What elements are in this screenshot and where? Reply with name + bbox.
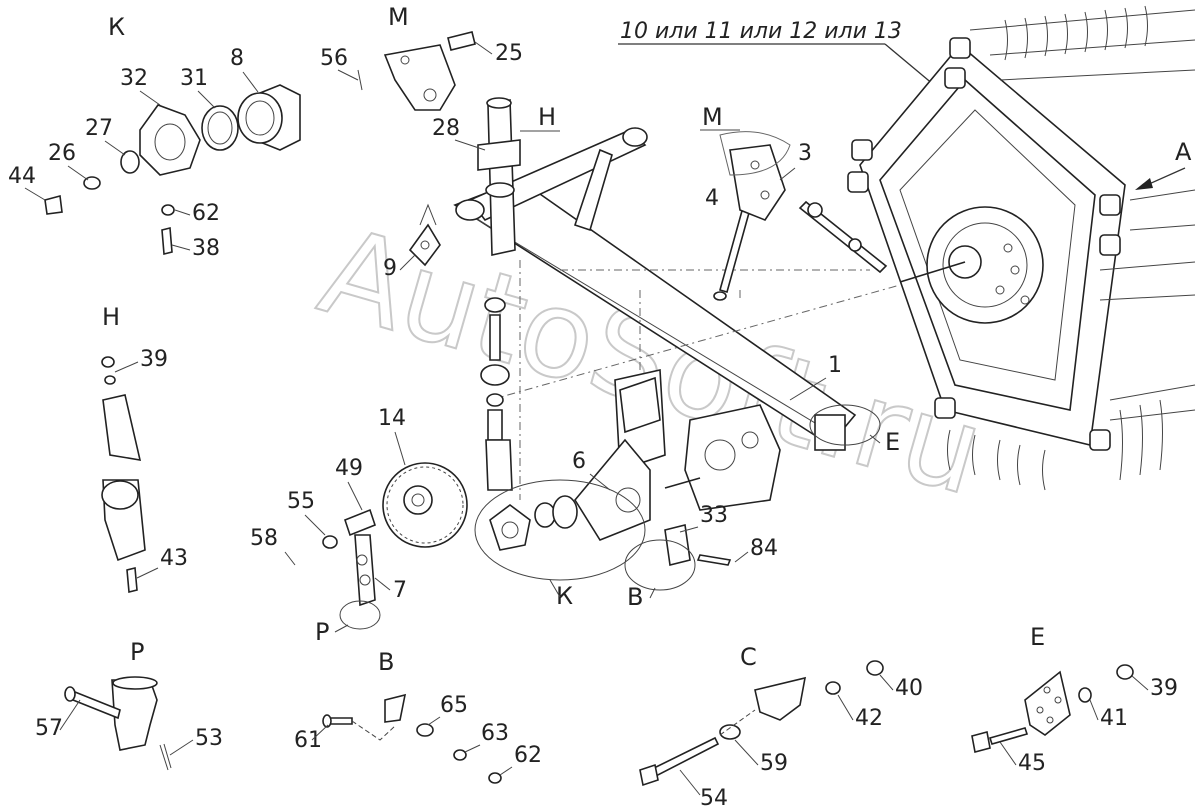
bracket-3 [729,144,786,221]
section-e-bottom: Е [1030,623,1045,651]
view-label-a: А [1175,138,1192,166]
pivot-bushing-h [477,97,521,256]
label-9: 9 [383,256,397,281]
section-k-top: К [108,13,125,41]
label-8: 8 [230,46,244,71]
section-p-mid: Р [315,618,329,646]
plate-e [1024,670,1071,736]
plate-b [384,693,407,723]
clamp-upper [102,394,142,461]
label-39-left: 39 [140,347,168,372]
label-6: 6 [572,449,586,474]
gearbox-6 [574,369,666,541]
nut-40 [866,660,884,676]
label-26: 26 [48,141,76,166]
star-32 [139,104,201,176]
label-25: 25 [495,41,523,66]
section-p-bottom: Р [130,638,144,666]
label-45: 45 [1018,751,1046,776]
frame-strut [573,148,613,232]
label-55: 55 [287,489,315,514]
spacer-c [754,676,807,721]
label-3: 3 [798,141,812,166]
label-56: 56 [320,46,348,71]
label-62-bottom: 62 [514,743,542,768]
label-84: 84 [750,536,778,561]
detail-b [322,693,502,784]
detail-h [101,356,146,594]
washer-59 [719,724,741,740]
detail-m [357,31,476,111]
section-c-bottom: С [740,643,757,671]
section-b-mid: В [627,583,643,611]
label-49: 49 [335,456,363,481]
reel-variant-label: 10 или 11 или 12 или 13 [620,19,902,44]
label-33: 33 [700,503,728,528]
nut-39 [1116,664,1134,680]
bolt-44 [44,194,63,215]
label-41: 41 [1100,706,1128,731]
label-53: 53 [195,726,223,751]
label-54: 54 [700,786,728,810]
label-31: 31 [180,66,208,91]
washer-27 [120,150,140,174]
washer-65 [416,723,434,737]
label-58: 58 [250,526,278,551]
label-39-bottom: 39 [1150,676,1178,701]
label-43: 43 [160,546,188,571]
label-44: 44 [8,164,36,189]
label-42: 42 [855,706,883,731]
label-63: 63 [481,721,509,746]
rake-reel-assembly [847,5,1196,491]
label-27: 27 [85,116,113,141]
washer-42 [825,681,841,695]
washer-41 [1078,687,1092,703]
detail-e [971,664,1134,753]
label-59: 59 [760,751,788,776]
section-e-mid: Е [885,428,900,456]
latch-9 [408,203,441,267]
bolt-54 [648,736,720,779]
pin-25 [447,31,476,51]
label-7: 7 [393,578,407,603]
bolt-61 [329,717,353,725]
gearbox-housing [684,404,781,511]
detail-c [639,660,884,787]
label-40: 40 [895,676,923,701]
sensor-bracket-33 [664,524,732,566]
label-57: 57 [35,716,63,741]
detail-p [64,676,172,771]
label-38: 38 [192,236,220,261]
label-65: 65 [440,693,468,718]
frame-end-plate [814,414,846,451]
label-61: 61 [294,728,322,753]
nut-62 [488,772,502,784]
label-62-top: 62 [192,201,220,226]
reel-hub-disc [926,206,1044,324]
label-28: 28 [432,116,460,141]
bolt-45 [988,727,1029,745]
label-1: 1 [828,353,842,378]
bushing-31 [201,105,239,151]
section-h-top: Н [538,103,556,131]
washer-63 [453,749,467,761]
section-m-mid: М [702,103,723,131]
section-k-mid: К [556,582,573,610]
sprocket-group-k-mid [474,479,646,581]
label-32: 32 [120,66,148,91]
section-m-top: М [388,3,409,31]
label-14: 14 [378,406,406,431]
large-sprocket-14 [382,462,468,548]
detail-k [44,84,301,256]
label-4: 4 [705,186,719,211]
bracket-m [383,44,456,111]
central-pivot [480,297,513,491]
reel-shaft [899,261,966,283]
lever-7 [344,508,376,607]
section-b-bottom: В [378,648,394,676]
section-h-left: Н [102,303,120,331]
